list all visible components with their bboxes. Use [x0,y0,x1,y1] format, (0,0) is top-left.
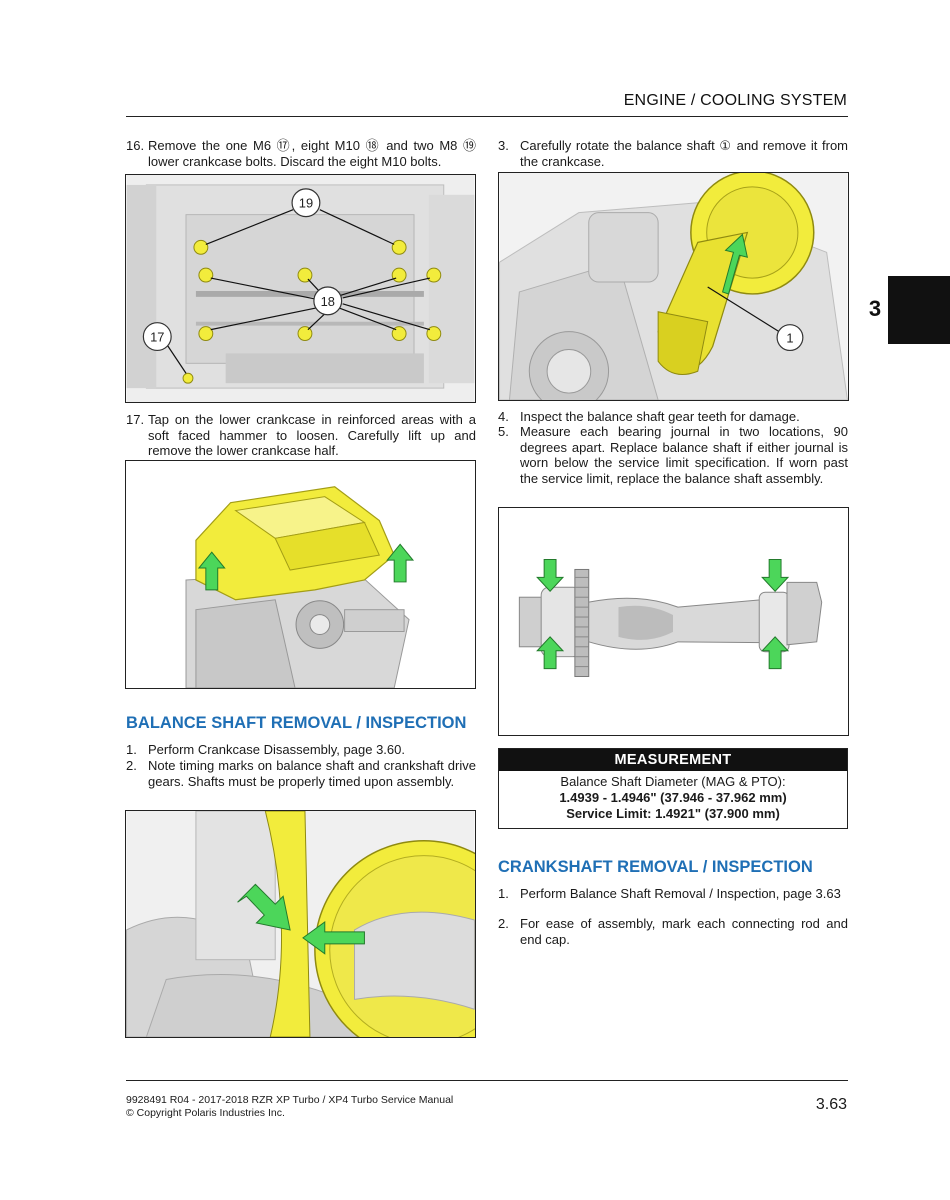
lower-crankcase-illustration [126,461,475,688]
measurement-box: MEASUREMENT Balance Shaft Diameter (MAG … [498,748,848,829]
figure-timing-marks [125,810,476,1038]
balance-shaft-removal-illustration: 1 [499,173,848,400]
measurement-spec: 1.4939 - 1.4946" (37.946 - 37.962 mm) [559,790,787,805]
step-text: Measure each bearing journal in two loca… [520,424,848,486]
measurement-label: Balance Shaft Diameter (MAG & PTO): [560,774,786,789]
crank-step-2: 2. For ease of assembly, mark each conne… [498,916,848,947]
step-17: 17. Tap on the lower crankcase in reinfo… [126,412,476,459]
step-number: 2. [126,758,137,773]
step-number: 3. [498,138,509,153]
footer-info: 9928491 R04 - 2017-2018 RZR XP Turbo / X… [126,1094,453,1120]
step-text: Carefully rotate the balance shaft ① and… [520,138,848,169]
step-text: For ease of assembly, mark each connecti… [520,916,848,947]
step-text: Inspect the balance shaft gear teeth for… [520,409,800,424]
header-divider [126,116,848,117]
step-number: 17. [126,412,145,427]
chapter-number: 3 [868,296,882,321]
balance-step-1: 1. Perform Crankcase Disassembly, page 3… [126,742,476,758]
callout-1: 1 [786,331,793,346]
page-header-title: ENGINE / COOLING SYSTEM [623,92,847,109]
callout-18: 18 [321,294,335,309]
callout-17: 17 [150,330,164,345]
crankshaft-heading: CRANKSHAFT REMOVAL / INSPECTION [498,858,813,876]
step-number: 1. [126,742,137,757]
footer-manual-title: 9928491 R04 - 2017-2018 RZR XP Turbo / X… [126,1094,454,1106]
crankcase-bolts-illustration: 19 18 17 [126,175,475,402]
footer-divider [126,1080,848,1081]
step-number: 1. [498,886,509,901]
chapter-tab [888,276,950,344]
crank-step-1: 1. Perform Balance Shaft Removal / Inspe… [498,886,848,902]
figure-crankcase-bolts: 19 18 17 [125,174,476,403]
step-number: 2. [498,916,509,931]
step-text: Remove the one M6 ⑰, eight M10 ⑱ and two… [148,138,476,169]
step-text: Perform Balance Shaft Removal / Inspecti… [520,886,841,901]
step-number: 5. [498,424,509,439]
figure-balance-shaft-journals [498,507,849,736]
step-text: Tap on the lower crankcase in reinforced… [148,412,476,458]
figure-lower-crankcase [125,460,476,689]
step-text: Note timing marks on balance shaft and c… [148,758,476,789]
balance-step-2: 2. Note timing marks on balance shaft an… [126,758,476,789]
step-text: Perform Crankcase Disassembly, page 3.60… [148,742,405,757]
step-5: 5. Measure each bearing journal in two l… [498,424,848,486]
step-4: 4. Inspect the balance shaft gear teeth … [498,409,848,425]
balance-shaft-journals-illustration [499,508,848,735]
step-number: 4. [498,409,509,424]
step-16: 16. Remove the one M6 ⑰, eight M10 ⑱ and… [126,138,476,169]
page-number: 3.63 [815,1096,847,1113]
measurement-service-limit: Service Limit: 1.4921" (37.900 mm) [566,806,780,821]
step-3: 3. Carefully rotate the balance shaft ① … [498,138,848,169]
figure-balance-shaft-removal: 1 [498,172,849,401]
timing-marks-illustration [126,811,475,1037]
footer-copyright: © Copyright Polaris Industries Inc. [126,1107,285,1119]
balance-shaft-heading: BALANCE SHAFT REMOVAL / INSPECTION [126,714,467,732]
callout-19: 19 [299,196,313,211]
step-number: 16. [126,138,145,153]
measurement-heading: MEASUREMENT [499,749,847,771]
